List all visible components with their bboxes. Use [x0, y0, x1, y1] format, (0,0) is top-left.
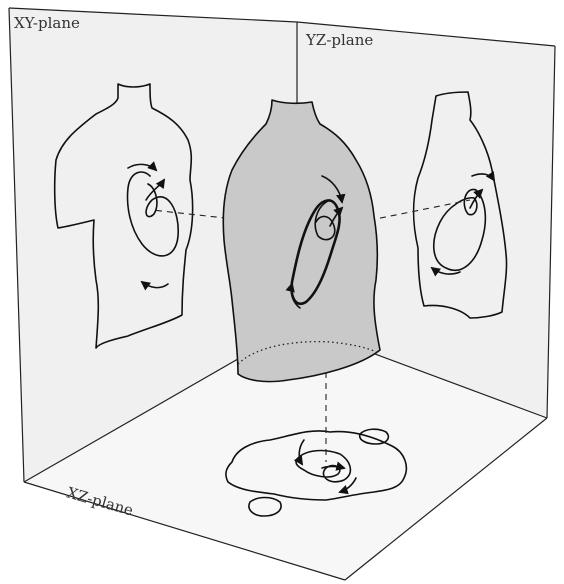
yz-plane-label: YZ-plane	[305, 31, 373, 49]
xy-plane-label: XY-plane	[14, 14, 80, 32]
